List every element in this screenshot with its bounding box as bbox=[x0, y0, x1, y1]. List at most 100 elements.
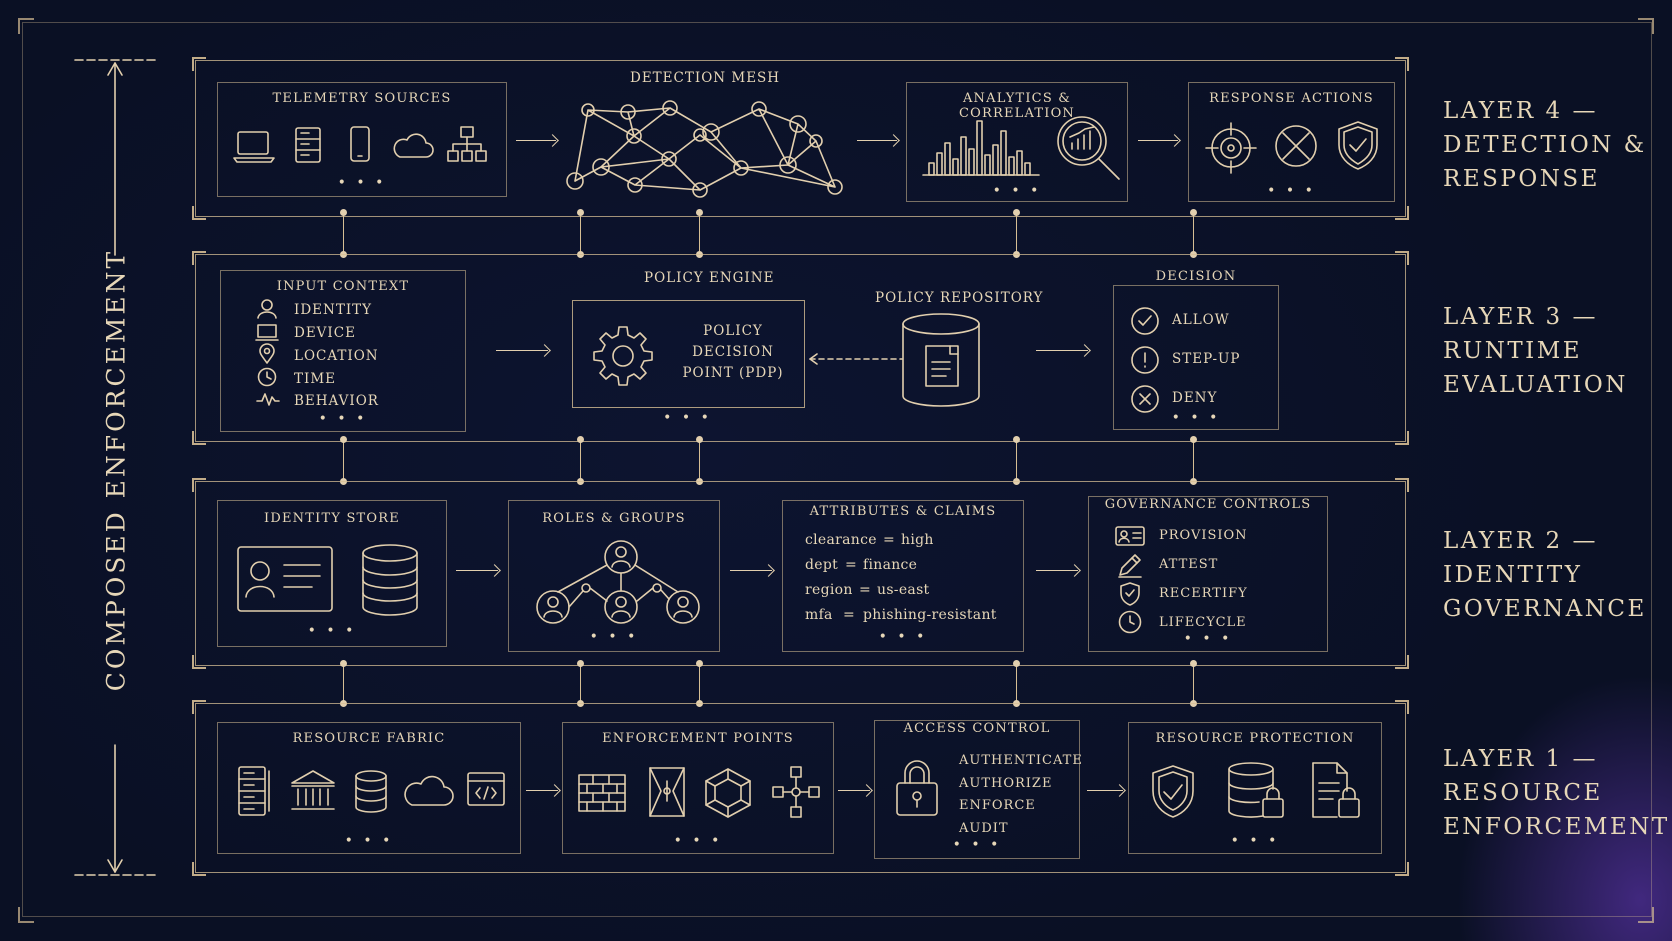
governance-item: ATTEST bbox=[1159, 557, 1219, 572]
ellipsis: • • • bbox=[589, 629, 639, 645]
pdp-label: DECISION bbox=[692, 344, 774, 360]
connector-line bbox=[1016, 440, 1017, 482]
governance-controls-box: GOVERNANCE CONTROLS PROVISION ATTEST REC… bbox=[1088, 496, 1328, 652]
response-actions-box: RESPONSE ACTIONS • • • bbox=[1188, 82, 1395, 202]
enforcement-points-title: ENFORCEMENT POINTS bbox=[602, 731, 794, 746]
attributes-claims-box: ATTRIBUTES & CLAIMS clearance = high dep… bbox=[782, 500, 1024, 652]
user-icon bbox=[257, 299, 277, 319]
ellipsis: • • • bbox=[337, 175, 387, 191]
laptop-icon bbox=[233, 131, 275, 163]
access-item: AUDIT bbox=[959, 821, 1009, 836]
connector-line bbox=[1016, 213, 1017, 255]
governance-item: PROVISION bbox=[1159, 528, 1248, 543]
flow-arrow bbox=[1138, 140, 1178, 141]
flow-arrow bbox=[857, 140, 897, 141]
mobile-icon bbox=[350, 126, 370, 162]
ellipsis: • • • bbox=[673, 833, 723, 849]
connector-line bbox=[699, 664, 700, 704]
database-small-icon bbox=[355, 770, 387, 813]
access-item: ENFORCE bbox=[959, 798, 1036, 813]
connector-node bbox=[696, 660, 703, 667]
input-item: TIME bbox=[294, 371, 337, 387]
layer-2-label: LAYER 2 — IDENTITY GOVERNANCE bbox=[1443, 528, 1647, 622]
block-icon bbox=[1275, 125, 1317, 167]
clock-icon bbox=[257, 367, 277, 387]
secure-database-icon bbox=[1228, 762, 1284, 818]
ellipsis: • • • bbox=[663, 410, 712, 426]
ellipsis: • • • bbox=[307, 623, 357, 639]
connector-line bbox=[580, 664, 581, 704]
network-icon bbox=[447, 126, 487, 162]
connector-line bbox=[580, 440, 581, 482]
governance-item: LIFECYCLE bbox=[1159, 615, 1247, 630]
analytics-correlation-box: ANALYTICS & CORRELATION • • • bbox=[906, 82, 1128, 202]
layer-1-label: LAYER 1 — RESOURCE ENFORCEMENT bbox=[1443, 746, 1670, 840]
shield-check-icon bbox=[1152, 765, 1194, 818]
frame-corner bbox=[18, 907, 34, 923]
ellipsis: • • • bbox=[878, 629, 928, 645]
resource-fabric-box: RESOURCE FABRIC • • • bbox=[217, 722, 521, 854]
input-item: DEVICE bbox=[294, 325, 356, 341]
identity-store-title: IDENTITY STORE bbox=[264, 511, 400, 526]
layer-1-panel bbox=[192, 700, 1409, 876]
connector-node bbox=[340, 436, 347, 443]
server-icon bbox=[295, 127, 321, 163]
flow-arrow bbox=[1036, 350, 1088, 351]
policy-repository-title: POLICY REPOSITORY bbox=[875, 290, 1044, 306]
claim-eq: = bbox=[859, 582, 872, 598]
telemetry-sources-title: TELEMETRY SOURCES bbox=[272, 91, 452, 106]
analytics-correlation-title: ANALYTICS & CORRELATION bbox=[958, 91, 1076, 121]
connector-node bbox=[1190, 660, 1197, 667]
server-rack-icon bbox=[238, 766, 270, 816]
location-pin-icon bbox=[259, 343, 275, 364]
flow-arrow bbox=[838, 790, 870, 791]
connector-line bbox=[1193, 664, 1194, 704]
padlock-icon bbox=[896, 760, 938, 816]
pdp-label: POLICY bbox=[703, 323, 763, 339]
decision-item: ALLOW bbox=[1172, 312, 1230, 328]
deny-circle-icon bbox=[1131, 385, 1159, 413]
flow-arrow bbox=[456, 570, 498, 571]
database-icon bbox=[362, 544, 418, 616]
connector-hub-icon bbox=[772, 766, 820, 818]
layer-4-label: LAYER 4 — DETECTION & RESPONSE bbox=[1443, 98, 1647, 192]
access-control-box: ACCESS CONTROL AUTHENTICATE AUTHORIZE EN… bbox=[874, 720, 1082, 859]
connector-line bbox=[699, 440, 700, 482]
connector-node bbox=[1013, 209, 1020, 216]
connector-line bbox=[343, 664, 344, 704]
ellipsis: • • • bbox=[952, 837, 1002, 853]
layer-4-panel bbox=[192, 57, 1409, 220]
flow-arrow bbox=[730, 570, 772, 571]
input-item: LOCATION bbox=[294, 348, 379, 364]
access-control-title: ACCESS CONTROL bbox=[903, 721, 1051, 736]
crosshair-icon bbox=[1205, 122, 1257, 174]
pen-icon bbox=[1118, 554, 1142, 578]
connector-node bbox=[340, 209, 347, 216]
decision-title: DECISION bbox=[1155, 269, 1237, 284]
magnifier-chart-icon bbox=[1057, 116, 1120, 180]
behavior-pulse-icon bbox=[256, 393, 280, 406]
policy-engine-title: POLICY ENGINE bbox=[644, 270, 775, 286]
dashed-arrow bbox=[809, 353, 903, 365]
cloud-icon bbox=[393, 133, 434, 158]
roles-groups-title: ROLES & GROUPS bbox=[542, 511, 686, 526]
secure-document-icon bbox=[1312, 762, 1360, 818]
lifecycle-clock-icon bbox=[1118, 610, 1142, 634]
policy-decision-point-box: POLICY DECISION POINT (PDP) bbox=[572, 300, 805, 408]
mesh-edges bbox=[574, 107, 836, 191]
frame-corner bbox=[18, 18, 34, 34]
outer-frame bbox=[22, 22, 1652, 917]
ellipsis: • • • bbox=[1230, 833, 1280, 849]
institution-icon bbox=[291, 770, 335, 810]
firewall-icon bbox=[578, 774, 626, 812]
claim-eq: = bbox=[843, 607, 856, 623]
connector-node bbox=[577, 660, 584, 667]
resource-protection-title: RESOURCE PROTECTION bbox=[1155, 731, 1355, 746]
decision-item: DENY bbox=[1172, 390, 1218, 406]
layer-2-panel bbox=[192, 478, 1409, 669]
connector-node bbox=[1190, 436, 1197, 443]
device-icon bbox=[255, 324, 279, 341]
provision-id-icon bbox=[1115, 526, 1145, 546]
code-window-icon bbox=[467, 772, 505, 806]
gear-icon bbox=[593, 326, 653, 386]
